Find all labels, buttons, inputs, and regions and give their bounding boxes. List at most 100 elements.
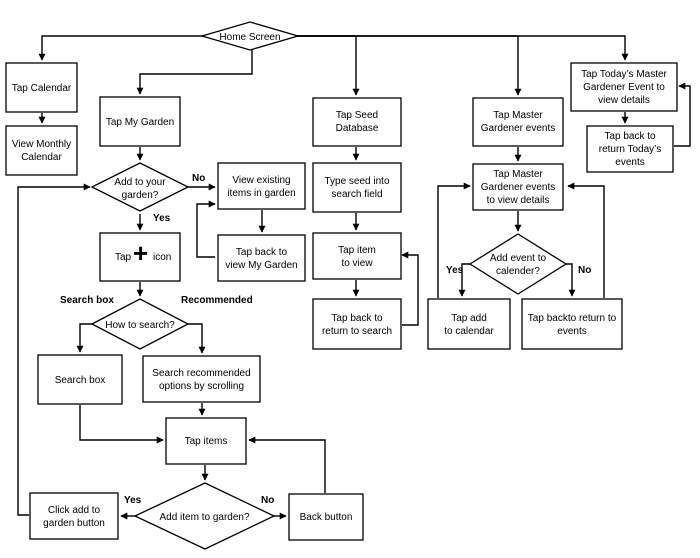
add-to-garden-decision: Add to your garden? [90, 162, 190, 212]
search-recommended-line-1: Search recommended [152, 368, 250, 379]
label-yes-add-garden: Yes [153, 213, 171, 224]
tap-back-return-events-box: Tap backto return to events [521, 298, 623, 350]
back-button-box: Back button [288, 493, 364, 541]
how-to-search-label: How to search? [105, 320, 175, 331]
label-yes-add-item: Yes [124, 495, 142, 506]
edge-home-to-calendar [38, 35, 204, 61]
plus-icon: + [133, 238, 148, 268]
search-recommended-box: Search recommended options by scrolling [142, 355, 261, 403]
today-event-line-2: Gardener Event to [583, 82, 665, 93]
tap-item-to-view-box: Tap item to view [312, 232, 402, 280]
nodes: Home Screen Tap Calendar View Monthly Ca… [5, 21, 678, 550]
tap-back-today-line-3: events [615, 157, 644, 168]
edge-addcal-to-details [437, 182, 471, 298]
connectors [17, 35, 691, 520]
tap-mg-details-line-1: Tap Master [493, 169, 543, 180]
tap-plus-icon-box: Tap + icon [99, 232, 181, 282]
label-yes-add-event: Yes [446, 265, 464, 276]
branch-labels: No Yes Search box Recommended Yes No Yes… [60, 173, 591, 506]
edge-home-to-seed-db [296, 35, 360, 96]
edge-backevents-to-details [567, 182, 605, 298]
click-add-line-1: Click add to [48, 505, 101, 516]
tap-calendar-label: Tap Calendar [12, 83, 72, 94]
add-to-garden-line-1: Add to your [114, 177, 166, 188]
label-no-add-item: No [261, 495, 274, 506]
tap-item-view-line-2: to view [341, 258, 373, 269]
add-event-line-1: Add event to [490, 253, 547, 264]
tap-seed-line-2: Database [336, 123, 379, 134]
home-screen-decision: Home Screen [199, 21, 301, 51]
tap-mg-events-line-2: Gardener events [481, 123, 556, 134]
tap-seed-line-1: Tap Seed [336, 110, 378, 121]
edge-addevent-no [566, 263, 576, 297]
type-seed-box: Type seed into search field [312, 162, 402, 213]
tap-back-events-line-1: Tap backto return to [528, 313, 617, 324]
tap-back-garden-line-1: Tap back to [236, 247, 288, 258]
tap-back-today-line-2: return Today’s [599, 144, 661, 155]
view-monthly-line-2: Calendar [21, 152, 62, 163]
edge-home-to-mg-events [296, 35, 522, 96]
type-seed-line-1: Type seed into [324, 176, 389, 187]
search-recommended-line-2: options by scrolling [159, 381, 244, 392]
view-existing-items-box: View existing items in garden [217, 162, 306, 210]
tap-my-garden-box: Tap My Garden [99, 96, 181, 147]
tap-back-events-line-2: events [557, 326, 586, 337]
view-monthly-calendar-box: View Monthly Calendar [5, 125, 78, 176]
search-box-label: Search box [55, 375, 106, 386]
type-seed-line-2: search field [331, 189, 382, 200]
click-add-line-2: garden button [43, 518, 105, 529]
today-event-line-1: Tap Today’s Master [581, 69, 667, 80]
label-search-box-branch: Search box [60, 295, 114, 306]
tap-back-garden-line-2: view My Garden [225, 260, 297, 271]
tap-back-search-line-2: return to search [322, 326, 392, 337]
add-item-label: Add item to garden? [159, 512, 249, 523]
add-item-to-garden-decision: Add item to garden? [133, 482, 276, 550]
tap-my-garden-label: Tap My Garden [106, 117, 174, 128]
tap-add-cal-line-2: to calendar [444, 326, 494, 337]
view-existing-line-2: items in garden [227, 188, 295, 199]
tap-seed-database-box: Tap Seed Database [312, 97, 402, 147]
tap-today-event-box: Tap Today’s Master Gardener Event to vie… [570, 62, 678, 112]
how-to-search-decision: How to search? [90, 298, 190, 350]
view-existing-line-1: View existing [232, 175, 290, 186]
tap-master-gardener-events-box: Tap Master Gardener events [472, 97, 564, 147]
edge-back-to-tapitems [248, 436, 326, 493]
edge-how-to-searchbox [76, 323, 94, 353]
edge-how-to-recommended [188, 323, 206, 354]
today-event-line-3: view details [598, 95, 650, 106]
tap-icon-pre-label: Tap [115, 252, 132, 263]
tap-mg-details-line-2: Gardener events [481, 182, 556, 193]
edge-searchbox-to-tapitems [79, 405, 164, 444]
tap-back-search-line-1: Tap back to [331, 313, 383, 324]
add-event-decision: Add event to calender? [468, 233, 568, 295]
tap-back-return-search-box: Tap back to return to search [312, 298, 402, 350]
tap-back-today-line-1: Tap back to [604, 131, 656, 142]
tap-items-box: Tap items [165, 417, 247, 465]
edge-addevent-yes [458, 263, 470, 297]
tap-items-label: Tap items [185, 436, 228, 447]
label-no-add-event: No [578, 265, 591, 276]
edge-back-to-existing [196, 200, 216, 258]
label-recommended-branch: Recommended [181, 295, 253, 306]
view-monthly-line-1: View Monthly [12, 139, 71, 150]
tap-mg-events-line-1: Tap Master [493, 110, 543, 121]
add-to-garden-line-2: garden? [122, 190, 159, 201]
tap-back-today-box: Tap back to return Today’s events [586, 125, 674, 173]
edge-home-to-today-event [296, 35, 629, 61]
tap-add-calendar-box: Tap add to calendar [427, 298, 511, 350]
label-no-add-garden: No [192, 173, 205, 184]
tap-mg-view-details-box: Tap Master Gardener events to view detai… [472, 163, 564, 211]
tap-mg-details-line-3: to view details [487, 195, 550, 206]
back-button-label: Back button [300, 512, 353, 523]
tap-icon-post-label: icon [153, 252, 171, 263]
tap-back-my-garden-box: Tap back to view My Garden [217, 234, 306, 282]
tap-calendar-box: Tap Calendar [5, 62, 78, 113]
tap-item-view-line-1: Tap item [338, 245, 376, 256]
home-screen-label: Home Screen [219, 32, 280, 43]
click-add-to-garden-box: Click add to garden button [29, 492, 119, 540]
edge-clickadd-to-addq [17, 183, 91, 516]
search-box-node: Search box [37, 354, 123, 405]
tap-add-cal-line-1: Tap add [451, 313, 487, 324]
